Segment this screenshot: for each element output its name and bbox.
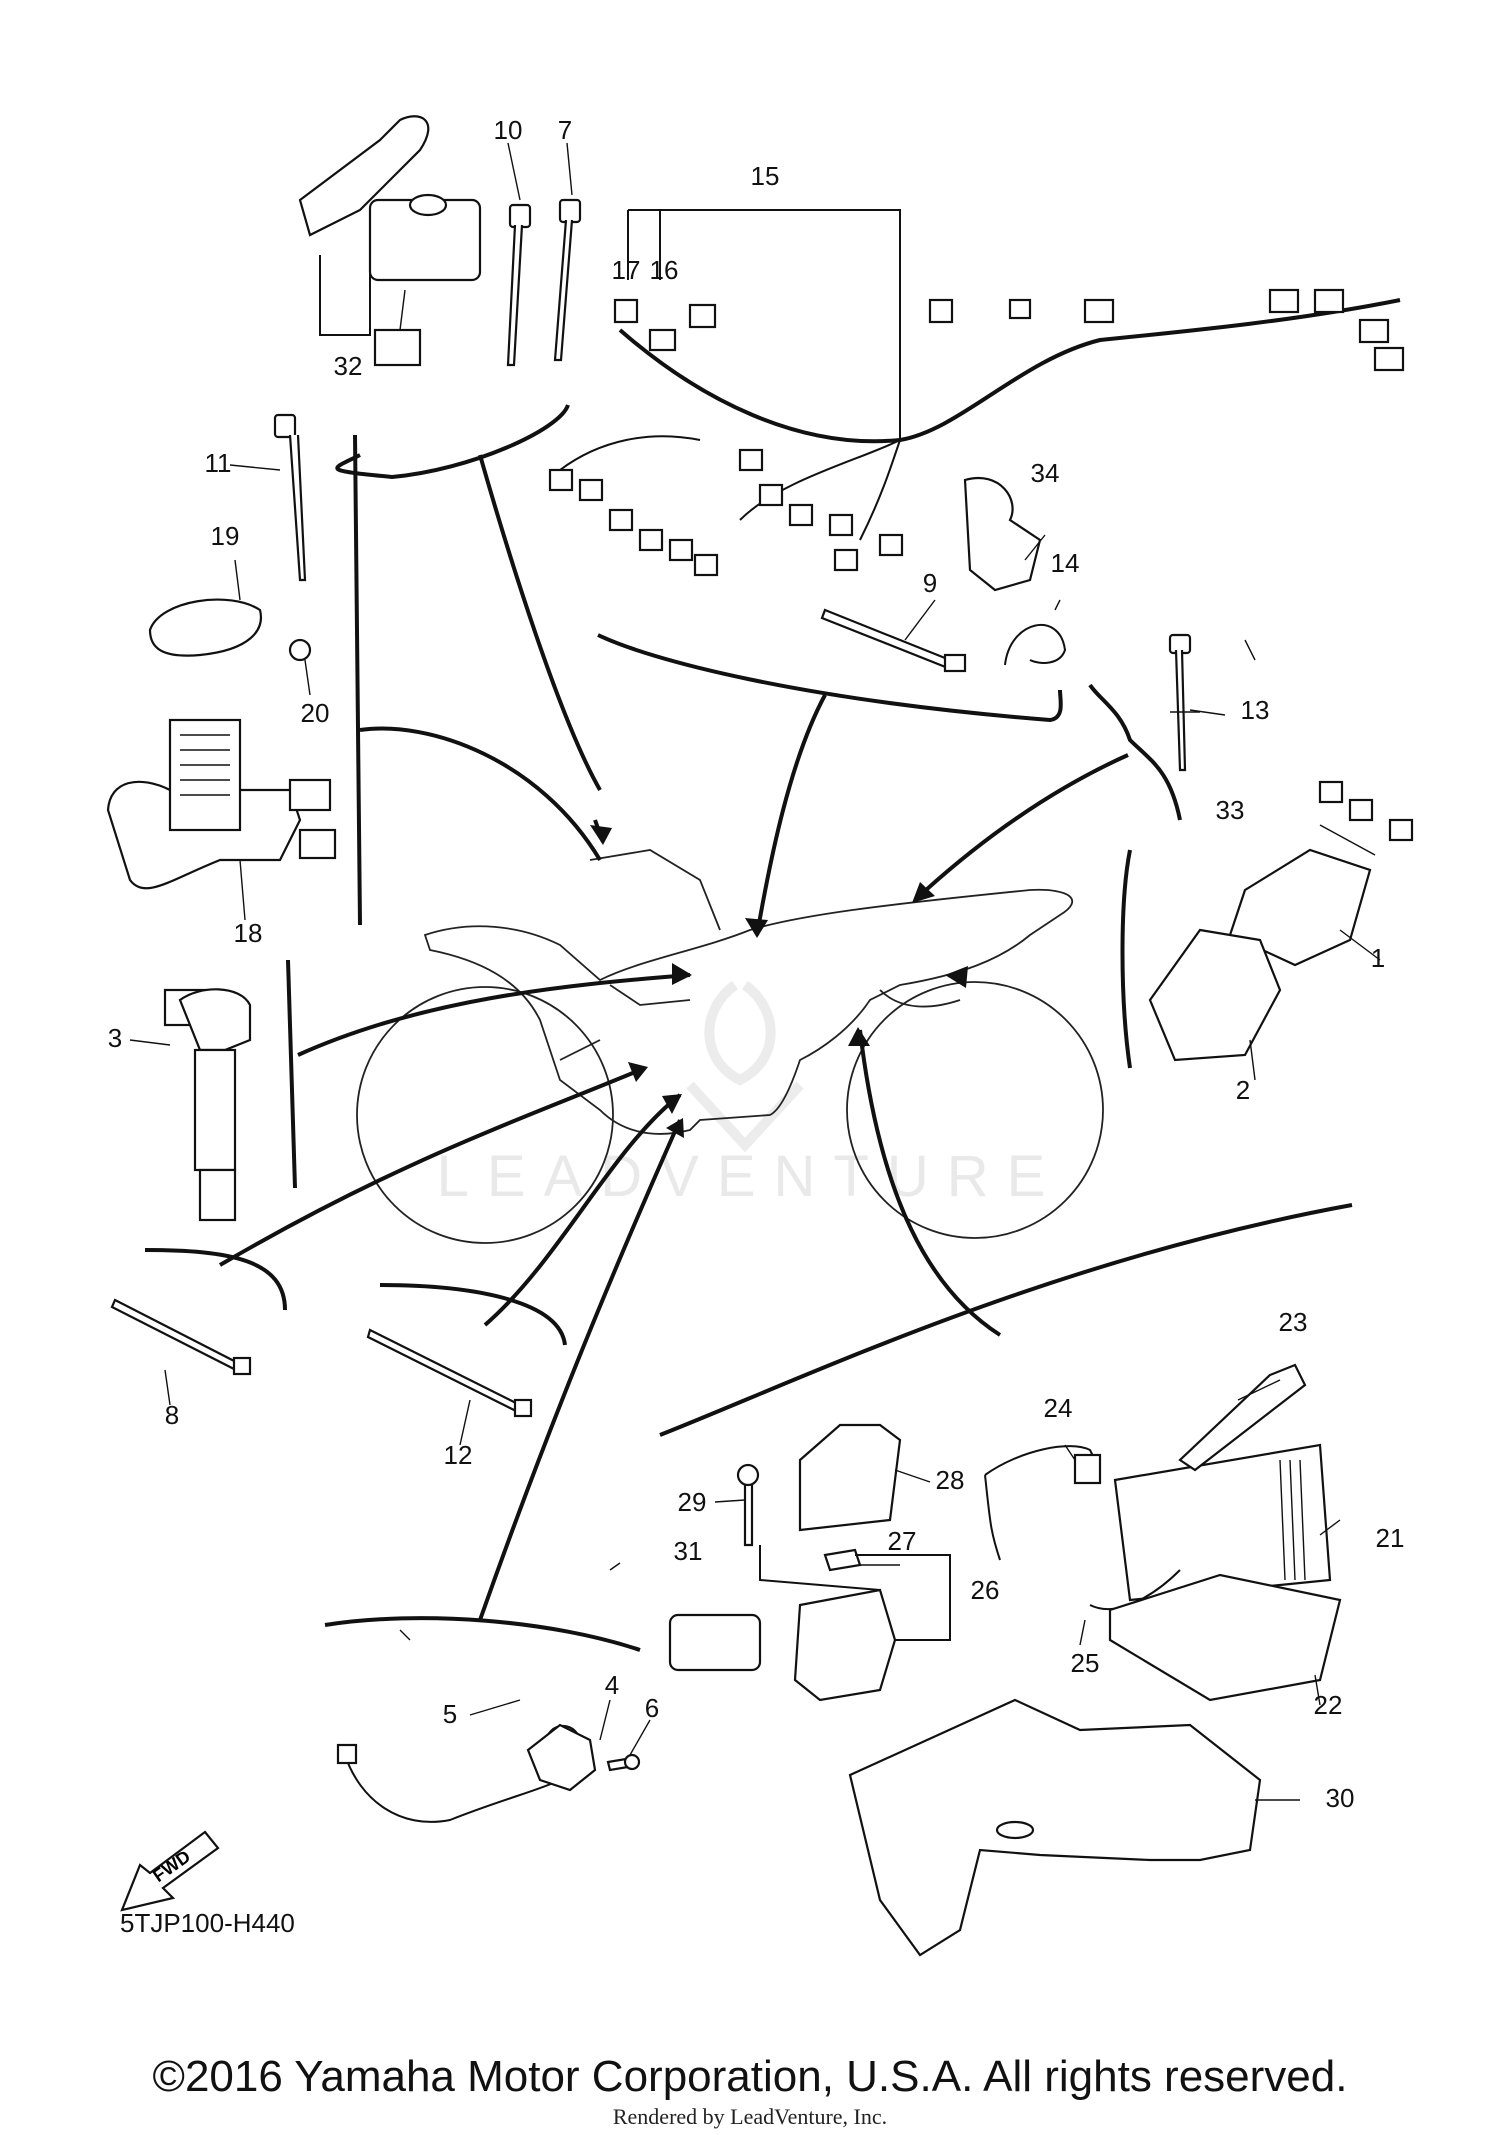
part-label-2: 2: [1236, 1075, 1250, 1105]
rendered-by-text: Rendered by LeadVenture, Inc.: [612, 2104, 888, 2129]
label-leaders: [129, 142, 1381, 1801]
part-label-4: 4: [605, 1670, 619, 1700]
part-label-24: 24: [1044, 1393, 1073, 1423]
fwd-arrow-icon: FWD: [120, 1830, 220, 1912]
part-label-22: 22: [1314, 1690, 1343, 1720]
part-8-12-cable-ties: [110, 1298, 533, 1418]
part-label-30: 30: [1326, 1783, 1355, 1813]
part-label-34: 34: [1031, 458, 1060, 488]
group-leaders: [144, 404, 1353, 1652]
part-label-25: 25: [1071, 1648, 1100, 1678]
part-3-ignition-coil: [163, 988, 252, 1222]
part-label-14: 14: [1051, 548, 1080, 578]
diagram-code: 5TJP100-H440: [120, 1908, 295, 1938]
part-label-26: 26: [971, 1575, 1000, 1605]
part-label-16: 16: [650, 255, 679, 285]
part-10-7-cable-ties: [506, 198, 582, 367]
part-label-15: 15: [751, 161, 780, 191]
part-label-21: 21: [1376, 1523, 1405, 1553]
part-label-27: 27: [888, 1526, 917, 1556]
part-label-31: 31: [674, 1536, 703, 1566]
part-label-20: 20: [301, 698, 330, 728]
part-label-29: 29: [678, 1487, 707, 1517]
part-label-7: 7: [558, 115, 572, 145]
part-label-19: 19: [211, 521, 240, 551]
part-label-12: 12: [444, 1440, 473, 1470]
part-label-10: 10: [494, 115, 523, 145]
copyright-text: ©2016 Yamaha Motor Corporation, U.S.A. A…: [152, 2052, 1348, 2101]
motorcycle-outline: [356, 849, 1104, 1244]
part-label-28: 28: [936, 1465, 965, 1495]
watermark-logo: [686, 980, 804, 1153]
watermark-text: LEADVENTURE: [437, 1144, 1064, 1209]
part-32-ignitor-unit: [298, 115, 482, 367]
part-label-9: 9: [923, 568, 937, 598]
part-33-1-2-13: [1148, 633, 1414, 1062]
part-label-17: 17: [612, 255, 641, 285]
part-15-wire-harness: [548, 209, 1405, 577]
part-label-33: 33: [1216, 795, 1245, 825]
part-label-6: 6: [645, 1693, 659, 1723]
part-label-3: 3: [108, 1023, 122, 1053]
part-labels: 10 7 15 17 16 32 34 11 19 9 14 20 13 33 …: [108, 115, 1405, 1813]
part-label-5: 5: [443, 1699, 457, 1729]
part-4-5-6-sensor: [336, 1723, 641, 1823]
arrow-heads: [590, 825, 968, 1138]
part-label-8: 8: [165, 1400, 179, 1430]
part-label-23: 23: [1279, 1307, 1308, 1337]
lower-right-parts: [668, 1363, 1342, 1957]
part-label-11: 11: [205, 448, 232, 478]
part-label-1: 1: [1371, 943, 1385, 973]
part-label-32: 32: [334, 351, 363, 381]
part-34-9-14: [820, 477, 1067, 673]
part-label-13: 13: [1241, 695, 1270, 725]
part-11-19-20-18: [106, 413, 337, 890]
part-label-18: 18: [234, 918, 263, 948]
